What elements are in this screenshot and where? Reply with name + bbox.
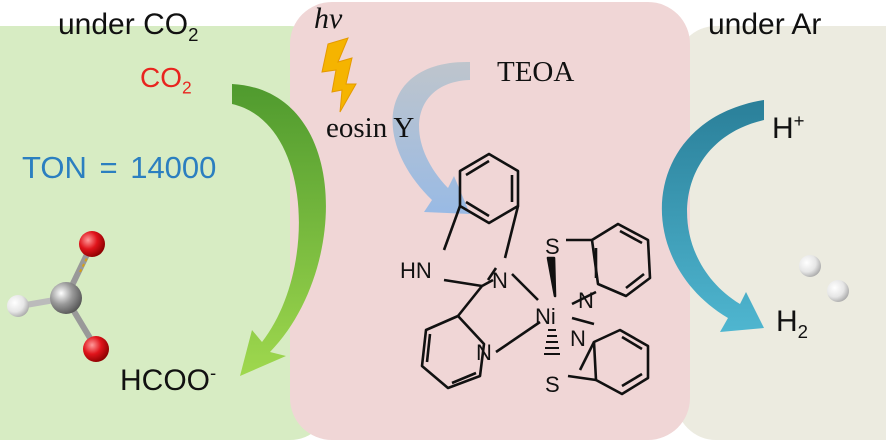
co2-text: CO — [140, 62, 182, 93]
formic-acid-molecule-icon — [7, 231, 109, 362]
ni-complex-structure — [420, 152, 652, 396]
h-plus-superscript: + — [793, 110, 805, 131]
eosin-y-label: eosin Y — [326, 112, 415, 144]
teoa-label: TEOA — [497, 56, 575, 88]
co2-reduction-arrow — [232, 84, 326, 376]
atom-s-bottom: S — [545, 372, 560, 397]
under-ar-title: under Ar — [708, 8, 822, 41]
atom-n-pyridine: N — [476, 340, 492, 365]
under-co2-title: under CO2 — [58, 8, 198, 46]
co2-subscript: 2 — [182, 77, 192, 98]
atom-hn: HN — [400, 258, 432, 283]
h2-subscript: 2 — [797, 321, 809, 342]
under-co2-panel — [0, 26, 330, 440]
formate-label: HCOO- — [120, 362, 216, 398]
h2-text: H — [776, 305, 798, 338]
lightning-icon — [321, 37, 357, 113]
hcoo-text: HCOO — [120, 364, 210, 397]
h-plus-text: H — [772, 112, 794, 145]
atom-ni: Ni — [535, 304, 556, 329]
under-ar-panel — [676, 26, 886, 440]
proton-label: H+ — [772, 110, 805, 146]
hydrogen-label: H2 — [776, 305, 808, 343]
co2-label: CO2 — [140, 62, 192, 99]
proton-reduction-arrow — [661, 100, 764, 332]
under-co2-text: under CO — [58, 8, 189, 41]
atom-n-right-top: N — [578, 288, 594, 313]
under-co2-subscript: 2 — [188, 24, 199, 45]
atom-n-imidazole: N — [492, 268, 508, 293]
atom-n-right-bottom: N — [570, 326, 586, 351]
hcoo-superscript: - — [210, 362, 217, 383]
atom-s-top: S — [545, 234, 560, 259]
ton-label: TON = 14000 — [22, 150, 217, 185]
electron-transfer-arrow — [392, 61, 470, 214]
light-energy-label: hv — [314, 2, 343, 35]
hydrogen-molecule-icon — [799, 255, 849, 302]
